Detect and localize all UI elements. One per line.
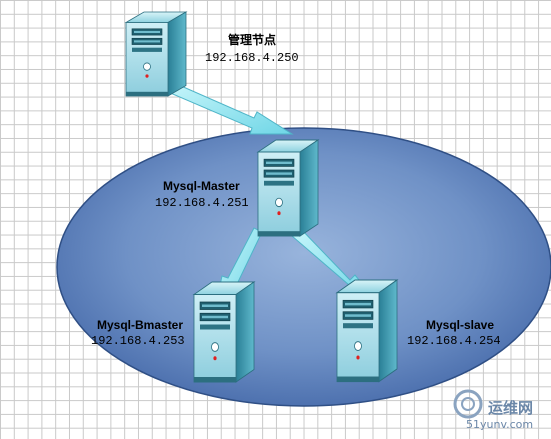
bmaster-node-label: Mysql-Bmaster: [97, 318, 184, 332]
watermark-url: 51yunv.com: [466, 418, 534, 431]
manager-node-label: 管理节点: [228, 33, 277, 47]
manager-node-ip: 192.168.4.250: [205, 51, 299, 65]
server-master-icon: [257, 139, 319, 237]
slave-node-label: Mysql-slave: [426, 318, 495, 332]
server-manager-icon: [125, 11, 187, 97]
cluster-ellipse: [56, 127, 551, 407]
slave-node-ip: 192.168.4.254: [407, 334, 501, 348]
arrow-manager-to-master: [167, 81, 294, 135]
watermark-title: 运维网: [488, 399, 534, 417]
bmaster-node-ip: 192.168.4.253: [91, 334, 185, 348]
watermark-logo-icon: [453, 389, 483, 419]
master-node-ip: 192.168.4.251: [155, 196, 249, 210]
server-bmaster-icon: [193, 281, 255, 383]
master-node-label: Mysql-Master: [163, 179, 240, 193]
server-slave-icon: [336, 279, 398, 383]
